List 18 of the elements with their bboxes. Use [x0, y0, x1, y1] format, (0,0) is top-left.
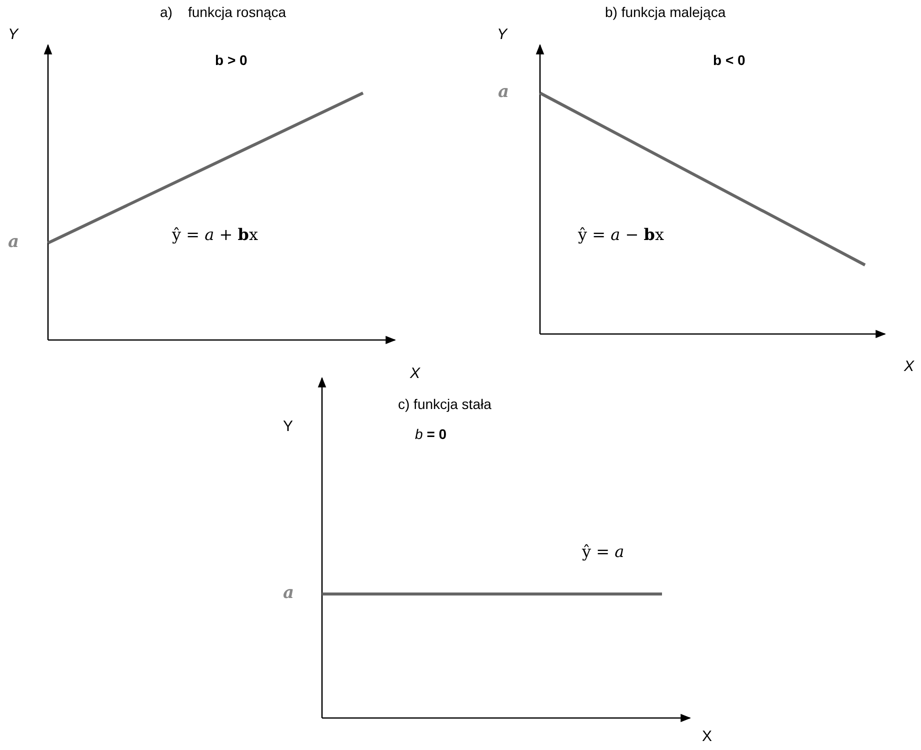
- intercept-label: a: [283, 583, 294, 603]
- equation-label: ŷ = a: [582, 542, 624, 561]
- equation-label: ŷ = a − bx: [578, 225, 664, 244]
- panel-title: a) funkcja rosnąca: [160, 4, 286, 20]
- axis-label: X: [702, 728, 712, 745]
- equation-label: ŷ = a + bx: [172, 225, 258, 244]
- axis-label: Y: [497, 26, 508, 43]
- axis-label: X: [904, 358, 914, 375]
- intercept-label: a: [8, 232, 20, 252]
- panel-title: c) funkcja stała: [398, 396, 492, 412]
- condition-label: b = 0: [415, 426, 447, 442]
- condition-label: b < 0: [713, 52, 746, 68]
- axis-label: Y: [283, 418, 294, 435]
- intercept-label: a: [498, 82, 510, 102]
- axis-label: Y: [8, 26, 18, 43]
- axis-label: X: [410, 365, 420, 382]
- panel-title: b) funkcja malejąca: [605, 4, 726, 20]
- condition-label: b > 0: [215, 52, 248, 68]
